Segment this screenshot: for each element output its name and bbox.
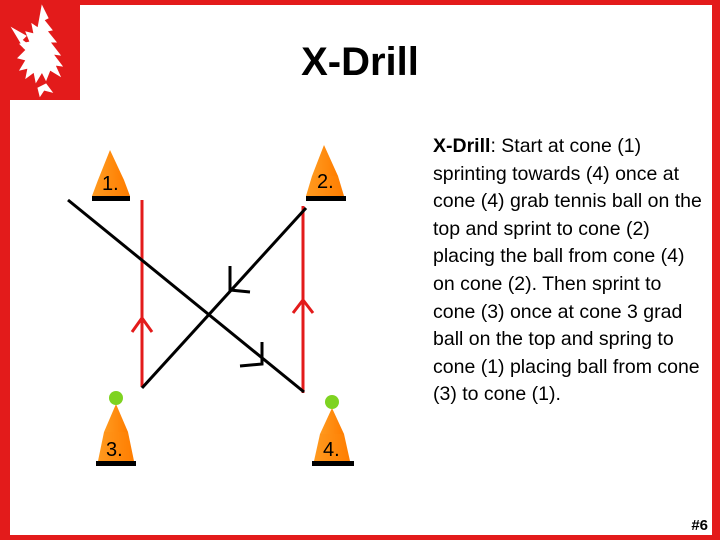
cone-2-label: 2. (317, 171, 334, 193)
drill-description: X-Drill: Start at cone (1) sprinting tow… (433, 133, 703, 409)
cone-1-label: 1. (102, 173, 119, 195)
diagonal-1-to-4 (68, 200, 304, 392)
tennis-ball-4 (325, 395, 339, 409)
cone-3-label: 3. (106, 439, 123, 461)
tennis-ball-3 (109, 391, 123, 405)
page-number: #6 (691, 517, 708, 534)
diagonal-4-to-3 (142, 208, 306, 388)
description-text: : Start at cone (1) sprinting towards (4… (433, 135, 702, 405)
description-term: X-Drill (433, 135, 490, 157)
cone-4-label: 4. (323, 439, 340, 461)
